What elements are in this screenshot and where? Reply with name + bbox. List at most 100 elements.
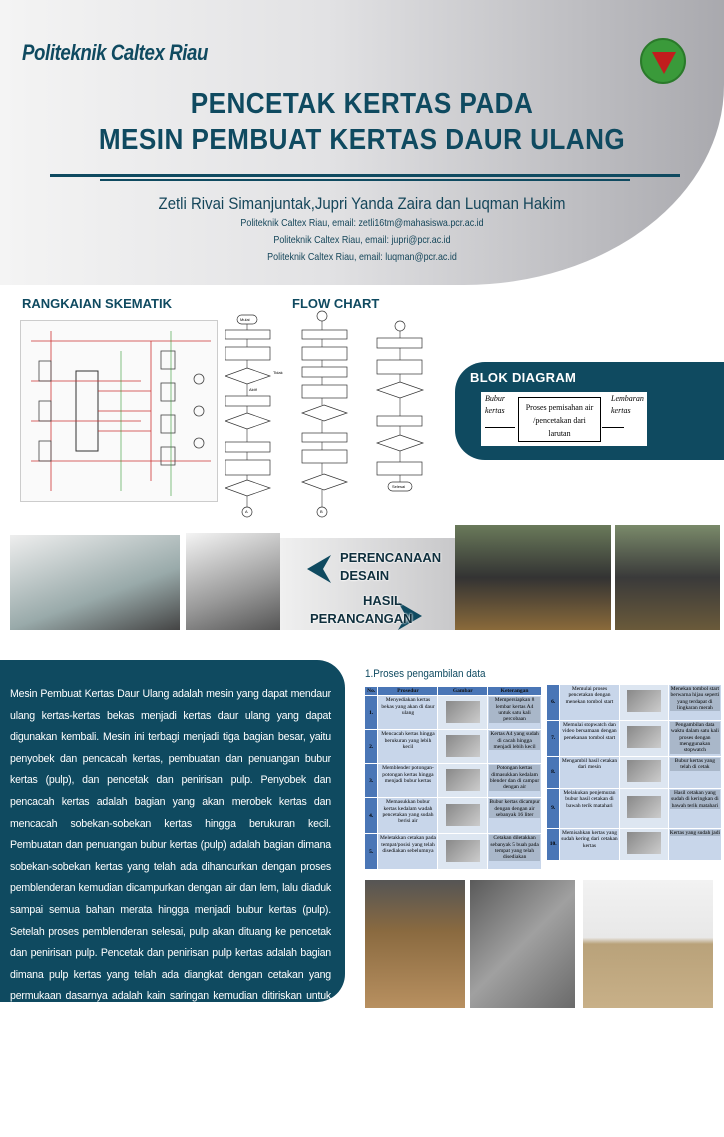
schematic-diagram bbox=[20, 320, 218, 502]
row-procedure: Melakukan penjemuran bubur hasil cetakan… bbox=[559, 788, 620, 829]
row-image bbox=[437, 763, 489, 799]
row-procedure: Memulai proses pencetakan dengan menekan… bbox=[559, 684, 620, 721]
row-note-cell: Kertas yang sudah jadi bbox=[667, 828, 723, 861]
procedure-photo bbox=[445, 700, 480, 723]
authors: Zetli Rivai Simanjuntak,Jupri Yanda Zair… bbox=[158, 194, 566, 213]
row-number: 9. bbox=[545, 788, 561, 829]
output-arrow bbox=[602, 427, 624, 428]
table-row: 1. Menyediakan kertas bekas yang akan di… bbox=[363, 695, 542, 731]
flowchart-yes: Aktif bbox=[249, 387, 257, 392]
data-section-title: 1.Proses pengambilan data bbox=[365, 668, 486, 680]
table-row: 6. Memulai proses pencetakan dengan mene… bbox=[545, 684, 723, 721]
row-note: Cetakan diletakkan sebanyak 5 buah pada … bbox=[489, 835, 540, 861]
procedure-photo bbox=[626, 690, 661, 713]
row-note-cell: Pengambilan data waktu dalam satu kali p… bbox=[667, 720, 723, 757]
flowchart: Mulai Selesai A B Aktif Tidak bbox=[223, 310, 445, 520]
row-note: Bubur kertas dicampur dengan dengan air … bbox=[489, 799, 540, 819]
row-note-cell: Potongan kertas dimasukkan kedalam blend… bbox=[487, 763, 542, 799]
affiliation-1: Politeknik Caltex Riau, email: zetli16tm… bbox=[240, 217, 484, 229]
title-divider bbox=[50, 174, 680, 177]
design-label-2: DESAIN bbox=[340, 568, 390, 583]
flowchart-end: Selesai bbox=[392, 484, 406, 489]
table-row: 2. Mencacah kertas hingga berukuran yang… bbox=[363, 729, 542, 765]
description-text: Mesin Pembuat Kertas Daur Ulang adalah m… bbox=[10, 688, 331, 1132]
flowchart-heading: FLOW CHART bbox=[292, 296, 380, 311]
schematic-heading: RANGKAIAN SKEMATIK bbox=[22, 296, 172, 311]
row-procedure: Memasukkan bubur kertas kedalam wadah pe… bbox=[377, 797, 439, 835]
row-image bbox=[618, 828, 669, 861]
row-procedure: Memblender potongan-potongan kertas hing… bbox=[377, 763, 439, 799]
row-procedure: Meletakkan cetakan pada tempat/posisi ya… bbox=[377, 833, 439, 871]
table-row: 10. Memisahkan kertas yang sudah kering … bbox=[545, 828, 723, 861]
row-note: Kertas A4 yang sudah di cacah hingga men… bbox=[489, 731, 540, 751]
row-procedure: Menyediakan kertas bekas yang akan di da… bbox=[377, 695, 439, 731]
table-row: 7. Memulai stopwatch dan video bersamaan… bbox=[545, 720, 723, 757]
machine-photo-1 bbox=[455, 525, 611, 630]
row-note-cell: Kertas A4 yang sudah di cacah hingga men… bbox=[487, 729, 542, 765]
row-note: Bubur kertas yang telah di cetak bbox=[669, 758, 720, 771]
machine-photo-2 bbox=[615, 525, 720, 630]
procedure-photo bbox=[626, 796, 661, 819]
row-note-cell: Menekan tombol start berwarna hijau sepe… bbox=[667, 684, 723, 721]
procedure-photo bbox=[445, 803, 480, 826]
result-label-1: HASIL bbox=[363, 593, 402, 608]
description-panel: Mesin Pembuat Kertas Daur Ulang adalah m… bbox=[0, 660, 345, 1132]
process-line-1: Proses pemisahan air bbox=[525, 403, 594, 412]
block-diagram: Bubur kertas Proses pemisahan air /pence… bbox=[481, 392, 647, 446]
title-divider-2 bbox=[100, 179, 630, 181]
procedure-photo bbox=[445, 768, 480, 791]
flowchart-start: Mulai bbox=[240, 317, 250, 322]
row-number: 7. bbox=[545, 720, 561, 757]
col-image: Gambar bbox=[437, 685, 489, 697]
row-note-cell: Bubur kertas dicampur dengan dengan air … bbox=[487, 797, 542, 835]
result-photo-1 bbox=[365, 880, 465, 1008]
col-procedure: Prosedur bbox=[377, 685, 439, 697]
table-row: 8. Mengambil hasil cetakan dari mesin Bu… bbox=[545, 756, 723, 789]
row-number: 10. bbox=[545, 828, 561, 861]
row-image bbox=[618, 788, 669, 829]
row-image bbox=[437, 695, 489, 731]
procedure-table-2: 6. Memulai proses pencetakan dengan mene… bbox=[545, 684, 723, 861]
row-note: Kertas yang sudah jadi bbox=[669, 830, 720, 837]
row-procedure: Mengambil hasil cetakan dari mesin bbox=[559, 756, 620, 789]
result-photo-3 bbox=[583, 880, 713, 1008]
input-arrow bbox=[485, 427, 515, 428]
row-procedure: Memisahkan kertas yang sudah kering dari… bbox=[559, 828, 620, 861]
row-number: 1. bbox=[363, 695, 379, 731]
process-line-2: /pencetakan dari bbox=[533, 416, 586, 425]
design-render-2 bbox=[186, 533, 280, 630]
seal-logo bbox=[640, 38, 686, 84]
row-image bbox=[618, 720, 669, 757]
row-number: 5. bbox=[363, 833, 379, 871]
process-line-3: larutan bbox=[548, 429, 571, 438]
row-note: Hasil cetakan yang sudah di keringkan di… bbox=[669, 790, 720, 809]
row-image bbox=[437, 797, 489, 835]
institution-logo: Politeknik Caltex Riau bbox=[22, 40, 209, 65]
procedure-photo bbox=[626, 832, 661, 855]
flowchart-connector-b: B bbox=[320, 509, 323, 514]
row-note-cell: Cetakan diletakkan sebanyak 5 buah pada … bbox=[487, 833, 542, 871]
table-row: 3. Memblender potongan-potongan kertas h… bbox=[363, 763, 542, 799]
procedure-photo bbox=[626, 760, 661, 783]
poster-title-line1: PENCETAK KERTAS PADA bbox=[190, 88, 534, 120]
row-note-cell: Bubur kertas yang telah di cetak bbox=[667, 756, 723, 789]
row-procedure: Memulai stopwatch dan video bersamaan de… bbox=[559, 720, 620, 757]
row-number: 6. bbox=[545, 684, 561, 721]
row-note: Menekan tombol start berwarna hijau sepe… bbox=[669, 686, 720, 712]
affiliation-2: Politeknik Caltex Riau, email: jupri@pcr… bbox=[273, 234, 451, 246]
row-note-cell: Hasil cetakan yang sudah di keringkan di… bbox=[667, 788, 723, 829]
table-row: 5. Meletakkan cetakan pada tempat/posisi… bbox=[363, 833, 542, 871]
input-label-2: kertas bbox=[485, 406, 505, 415]
input-label-1: Bubur bbox=[485, 394, 505, 403]
process-block: Proses pemisahan air /pencetakan dari la… bbox=[518, 397, 601, 442]
output-label-2: kertas bbox=[611, 406, 631, 415]
table-row: 4. Memasukkan bubur kertas kedalam wadah… bbox=[363, 797, 542, 835]
row-number: 3. bbox=[363, 763, 379, 799]
procedure-photo bbox=[445, 839, 480, 862]
header-background bbox=[0, 0, 724, 285]
flowchart-connector-a: A bbox=[245, 509, 248, 514]
design-label-1: PERENCANAAN bbox=[340, 550, 442, 565]
row-note: Potongan kertas dimasukkan kedalam blend… bbox=[489, 765, 540, 791]
table-row: 9. Melakukan penjemuran bubur hasil ceta… bbox=[545, 788, 723, 829]
